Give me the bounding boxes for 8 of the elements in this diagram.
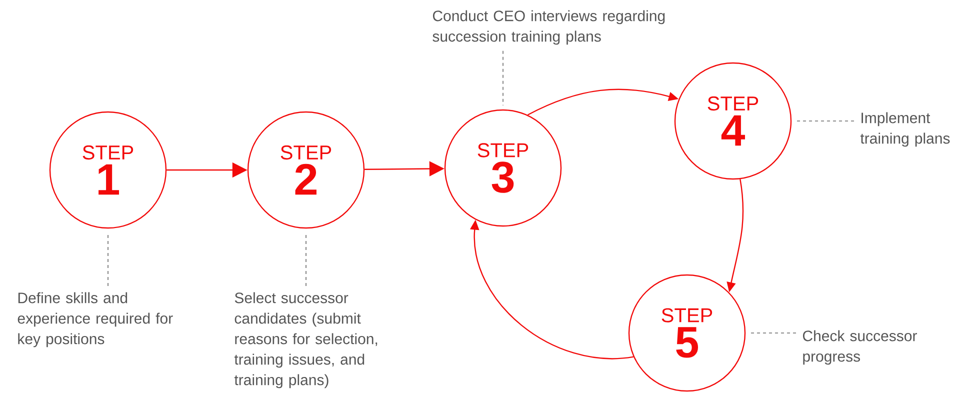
leader-line <box>502 50 504 106</box>
step-description: Conduct CEO interviews regarding succession training plans <box>432 10 665 45</box>
leader-line <box>749 332 796 334</box>
step-description: Define skills and experience required for key positions <box>18 292 173 348</box>
step-description: Check successor progress <box>802 330 917 365</box>
leader-line <box>795 120 854 122</box>
step-description: Implement training plans <box>860 112 950 147</box>
step-description: Select successor candidates (submit reasons for selection, training issues, and training plans) <box>234 292 378 388</box>
